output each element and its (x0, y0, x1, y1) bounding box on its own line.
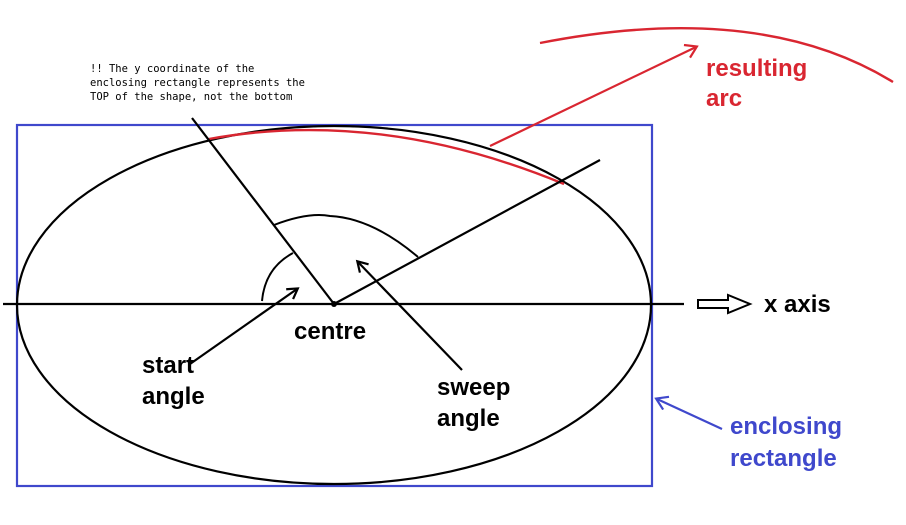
start-angle-line (191, 117, 335, 305)
resulting-arc-arrow (489, 43, 699, 147)
resulting-arc-displaced (539, 27, 894, 84)
resulting-arc-label-line-2: arc (706, 85, 742, 112)
sweep-angle-label-line-2: angle (437, 405, 500, 432)
resulting-arc-label-line-1: resulting (706, 55, 807, 82)
sweep-end-line (333, 159, 601, 305)
note-line-1: !! The y coordinate of the (90, 63, 254, 75)
sweep-angle-arc (273, 214, 419, 258)
note-line-2: enclosing rectangle represents the (90, 77, 305, 89)
resulting-arc-on-ellipse (208, 128, 565, 186)
enclosing-rectangle-label-line-2: rectangle (730, 445, 837, 472)
x-axis-label: x axis (764, 291, 831, 318)
centre-point (331, 301, 337, 307)
enclosing-rectangle-label-line-1: enclosing (730, 413, 842, 440)
sweep-angle-label-line-1: sweep (437, 374, 510, 401)
centre-label: centre (294, 318, 366, 345)
start-angle-label-line-2: angle (142, 383, 205, 410)
enclosing-rectangle-arrow (654, 395, 723, 430)
start-angle-arrow (189, 287, 300, 365)
sweep-angle-arrow (355, 259, 463, 371)
x-axis-arrow-icon (697, 293, 753, 315)
start-angle-arc (261, 252, 294, 302)
note-line-3: TOP of the shape, not the bottom (90, 91, 292, 103)
start-angle-label-line-1: start (142, 352, 194, 379)
